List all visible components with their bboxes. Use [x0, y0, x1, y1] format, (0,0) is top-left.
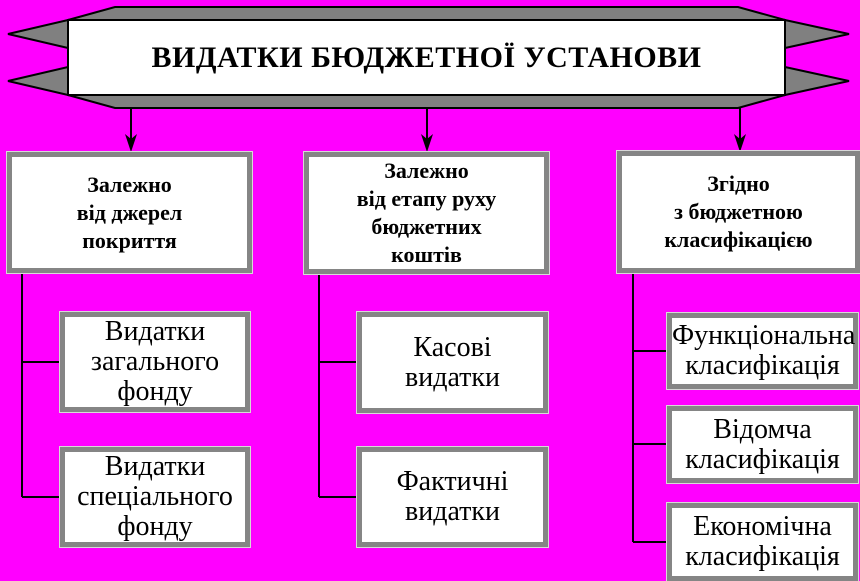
leaf-box-functional-classification: Функціональна класифікація: [667, 313, 858, 389]
connector-sources: [21, 273, 60, 498]
ribbon-banner: [7, 6, 850, 109]
ribbon-left-upper-flag: [7, 18, 69, 50]
arrow-to-stage: [421, 108, 433, 152]
banner-arrows: [125, 108, 746, 152]
ribbon-bottom-band: [67, 94, 786, 109]
ribbon-right-upper-flag: [784, 18, 850, 50]
leaf-box-departmental-classification-label: Відомча класифікація: [685, 413, 840, 475]
leaf-box-general-fund: Видатки загального фонду: [60, 312, 250, 412]
connector-stage: [318, 274, 357, 498]
leaf-box-actual-expenditures: Фактичні видатки: [357, 447, 548, 547]
leaf-box-departmental-classification: Відомча класифікація: [667, 406, 858, 483]
ribbon-top-band: [67, 6, 786, 21]
category-box-sources: Залежно від джерел покриття: [7, 152, 252, 273]
ribbon-left-lower-flag: [7, 65, 69, 97]
banner-title: ВИДАТКИ БЮДЖЕТНОЇ УСТАНОВИ: [151, 40, 702, 74]
connector-classification: [632, 273, 667, 543]
leaf-box-special-fund-label: Видатки спеціального фонду: [77, 451, 233, 542]
category-box-classification: Згідно з бюджетною класифікацією: [617, 151, 860, 273]
arrow-to-classification: [734, 108, 746, 152]
category-box-sources-label: Залежно від джерел покриття: [76, 171, 183, 253]
leaf-box-actual-expenditures-label: Фактичні видатки: [396, 466, 509, 527]
leaf-box-economic-classification-label: Економічна класифікація: [685, 511, 840, 572]
leaf-box-cash-expenditures: Касові видатки: [357, 312, 548, 413]
leaf-box-economic-classification: Економічна класифікація: [667, 503, 858, 581]
category-box-stage-label: Залежно від етапу руху бюджетних коштів: [356, 158, 497, 267]
leaf-box-special-fund: Видатки спеціального фонду: [60, 447, 250, 547]
category-box-stage: Залежно від етапу руху бюджетних коштів: [304, 152, 549, 274]
leaf-box-general-fund-label: Видатки загального фонду: [90, 316, 220, 407]
ribbon-right-lower-flag: [784, 65, 850, 97]
ribbon-face: [67, 19, 786, 96]
tree-connectors: [21, 273, 667, 543]
arrow-to-sources: [125, 108, 137, 152]
category-box-classification-label: Згідно з бюджетною класифікацією: [664, 171, 813, 252]
leaf-box-cash-expenditures-label: Касові видатки: [405, 331, 500, 393]
leaf-box-functional-classification-label: Функціональна класифікація: [672, 320, 856, 381]
